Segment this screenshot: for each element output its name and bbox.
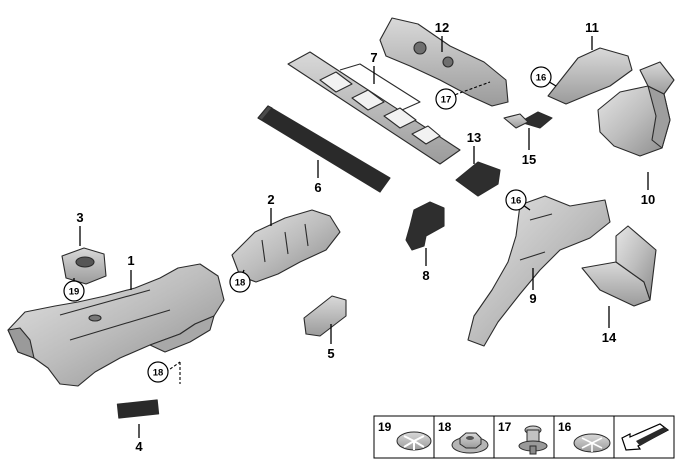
pad-part-5 bbox=[303, 295, 347, 337]
circled-callout-17: 17 bbox=[435, 88, 457, 110]
svg-text:18: 18 bbox=[153, 368, 164, 379]
callout-9: 9 bbox=[529, 291, 536, 306]
clip-16-icon bbox=[573, 433, 611, 453]
callout-15: 15 bbox=[522, 152, 536, 167]
bracket-part-11 bbox=[547, 47, 633, 105]
callout-13: 13 bbox=[467, 130, 481, 145]
bracket-part-3 bbox=[61, 247, 107, 285]
svg-text:16: 16 bbox=[511, 196, 522, 207]
clip-19-icon bbox=[396, 431, 432, 451]
circled-callout-16a: 16 bbox=[530, 66, 552, 88]
block-part-8 bbox=[405, 201, 445, 251]
insulation-bar-part-6 bbox=[257, 105, 391, 193]
circled-callout-16b: 16 bbox=[505, 189, 527, 211]
arrow-icon bbox=[621, 423, 670, 451]
circled-callout-18b: 18 bbox=[147, 361, 169, 383]
callout-8: 8 bbox=[422, 268, 429, 283]
nut-18-icon bbox=[451, 432, 489, 454]
callout-12: 12 bbox=[435, 20, 449, 35]
tunnel-part-9 bbox=[467, 195, 611, 347]
callout-14: 14 bbox=[602, 330, 617, 345]
callout-1: 1 bbox=[127, 253, 134, 268]
legend-label-18: 18 bbox=[438, 420, 452, 434]
svg-text:19: 19 bbox=[69, 287, 80, 298]
circled-callout-18a: 18 bbox=[229, 271, 251, 293]
callout-4: 4 bbox=[135, 439, 143, 454]
svg-text:17: 17 bbox=[441, 95, 452, 106]
rivet-17-icon bbox=[518, 425, 548, 455]
legend-label-17: 17 bbox=[498, 420, 512, 434]
svg-text:18: 18 bbox=[235, 278, 246, 289]
shield-part-12 bbox=[379, 17, 509, 107]
lattice-bracket-part-7 bbox=[287, 51, 461, 165]
circled-callout-19: 19 bbox=[63, 280, 85, 302]
block-part-13 bbox=[455, 161, 501, 197]
bracket-part-15 bbox=[519, 111, 553, 129]
callout-2: 2 bbox=[267, 192, 274, 207]
callout-6: 6 bbox=[314, 180, 321, 195]
callout-10: 10 bbox=[641, 192, 655, 207]
callout-11: 11 bbox=[585, 20, 599, 35]
heat-shield-part-2 bbox=[231, 209, 341, 283]
callout-5: 5 bbox=[327, 346, 334, 361]
cover-part-10 bbox=[597, 61, 675, 157]
heat-shield-part-1 bbox=[7, 263, 225, 387]
legend-label-16: 16 bbox=[558, 420, 572, 434]
svg-text:16: 16 bbox=[536, 73, 547, 84]
legend-label-19: 19 bbox=[378, 420, 392, 434]
foam-pad-part-4 bbox=[116, 399, 160, 419]
sheet-part-14 bbox=[581, 225, 657, 307]
fastener-legend: 19 18 17 16 bbox=[373, 415, 675, 459]
callout-7: 7 bbox=[370, 50, 377, 65]
callout-3: 3 bbox=[76, 210, 83, 225]
